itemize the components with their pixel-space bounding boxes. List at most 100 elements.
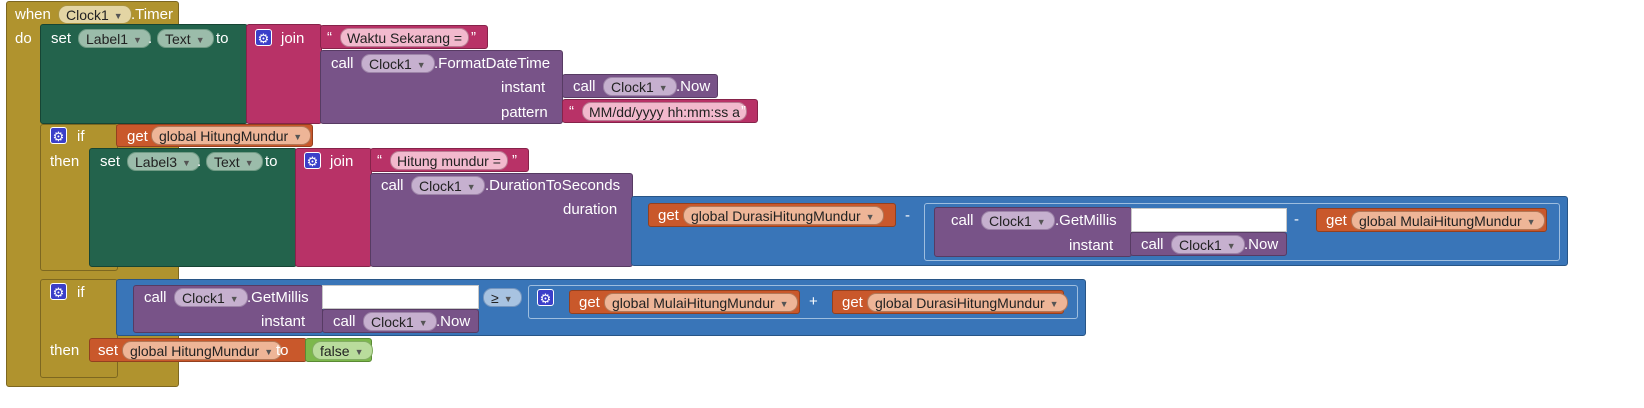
if-block-2[interactable]: ⚙ if then (40, 279, 118, 378)
chevron-down-icon: ▼ (195, 35, 205, 45)
mulai-var-dropdown[interactable]: global MulaiHitungMundur▼ (1351, 211, 1545, 230)
get-durasi-block-1[interactable]: get global DurasiHitungMundur ▼ (648, 203, 896, 227)
chevron-down-icon: ▼ (1049, 299, 1059, 309)
format-datetime-block[interactable]: call Clock1▼ .FormatDateTime instant pat… (320, 50, 563, 124)
get-keyword: get (842, 294, 863, 311)
now-component-dropdown[interactable]: Clock1▼ (363, 312, 437, 331)
chevron-down-icon: ▼ (416, 60, 426, 70)
boolean-dropdown[interactable]: false▼ (312, 341, 373, 360)
set2-component-dropdown[interactable]: Label3▼ (127, 152, 200, 171)
do-keyword: do (15, 30, 32, 47)
get-keyword: get (658, 207, 679, 224)
get-hitungmundur-block[interactable]: get global HitungMundur▼ (116, 124, 313, 147)
format-method-label: .FormatDateTime (434, 55, 551, 72)
now-component-dropdown[interactable]: Clock1▼ (1171, 235, 1245, 254)
pattern-label: pattern (501, 104, 548, 121)
chevron-down-icon: ▼ (1036, 217, 1046, 227)
chevron-down-icon: ▼ (229, 294, 239, 304)
call-keyword: call (951, 212, 974, 229)
hitungmundur-var-dropdown[interactable]: global HitungMundur▼ (151, 126, 312, 145)
open-quote-icon: “ (327, 29, 332, 46)
set1-component-label: Label1 (86, 31, 129, 47)
event-component-dropdown[interactable]: Clock1 ▼ (58, 5, 132, 24)
chevron-down-icon: ▼ (865, 212, 875, 222)
when-keyword: when (15, 6, 51, 23)
now-component-dropdown[interactable]: Clock1▼ (603, 77, 677, 96)
set2-property-dropdown[interactable]: Text▼ (206, 152, 263, 171)
to-keyword: to (265, 153, 278, 170)
pattern-text-block[interactable]: “ MM/dd/yyyy hh:mm:ss a ” (562, 99, 758, 123)
set-keyword: set (98, 342, 119, 359)
now-method-label: .Now (436, 313, 471, 330)
format-component-dropdown[interactable]: Clock1 ▼ (361, 54, 435, 73)
getmillis-component-dropdown[interactable]: Clock1 ▼ (174, 288, 248, 307)
chevron-down-icon: ▼ (113, 11, 123, 21)
close-quote-icon: ” (471, 29, 476, 46)
now-method-label: .Now (676, 78, 711, 95)
to-keyword: to (216, 30, 229, 47)
compare-operator-dropdown[interactable]: ≥▼ (483, 288, 522, 307)
text-block-hitung[interactable]: “ Hitung mundur = ” (370, 148, 529, 172)
now-component-label: Clock1 (611, 79, 654, 95)
getmillis-block-2[interactable]: call Clock1▼ .GetMillis instant (133, 285, 323, 333)
call-keyword: call (144, 289, 167, 306)
get-durasi-block-2[interactable]: get global DurasiHitungMundur ▼ (832, 290, 1068, 314)
set1-component-dropdown[interactable]: Label1 ▼ (78, 29, 151, 48)
gear-icon[interactable]: ⚙ (50, 283, 67, 300)
false-block[interactable]: false▼ (305, 338, 373, 362)
chevron-down-icon: ▼ (133, 35, 142, 45)
set3-var-dropdown[interactable]: global HitungMundur▼ (122, 341, 283, 360)
compare-operator-label: ≥ (491, 290, 499, 306)
dot-label: . (197, 153, 202, 170)
set-hitungmundur-block[interactable]: set global HitungMundur▼ to (89, 338, 307, 362)
gear-icon[interactable]: ⚙ (255, 29, 272, 46)
instant-label: instant (1069, 237, 1114, 254)
chevron-down-icon: ▼ (1526, 217, 1536, 227)
close-quote-icon: ” (512, 152, 517, 169)
mulai-var-dropdown[interactable]: global MulaiHitungMundur▼ (604, 293, 798, 312)
getmillis-component-label: Clock1 (182, 290, 225, 306)
call-keyword: call (573, 78, 596, 95)
call-keyword: call (333, 313, 356, 330)
durasi-var-dropdown[interactable]: global DurasiHitungMundur ▼ (867, 293, 1068, 312)
chevron-down-icon: ▼ (244, 158, 254, 168)
if-keyword: if (77, 284, 85, 301)
getmillis-component-dropdown[interactable]: Clock1▼ (981, 211, 1055, 230)
minus-operator: - (905, 207, 910, 224)
set-label1-text-block[interactable]: set Label1 ▼ . Text▼ to (40, 24, 248, 124)
clock1-now-block-3[interactable]: call Clock1▼ .Now (322, 309, 479, 333)
hitung-text-field[interactable]: Hitung mundur = (390, 151, 508, 170)
get-mulai-block-1[interactable]: get global MulaiHitungMundur▼ (1316, 208, 1547, 232)
set-label3-text-block[interactable]: set Label3▼ . Text▼ to (89, 148, 297, 267)
get-keyword: get (579, 294, 600, 311)
minus-operator: - (1294, 211, 1299, 228)
chevron-down-icon: ▼ (466, 182, 476, 192)
chevron-down-icon: ▼ (779, 299, 789, 309)
set-keyword: set (51, 30, 72, 47)
format-component-label: Clock1 (369, 56, 412, 72)
event-component-label: Clock1 (66, 7, 109, 23)
get-mulai-block-2[interactable]: get global MulaiHitungMundur▼ (569, 290, 800, 314)
chevron-down-icon: ▼ (418, 318, 428, 328)
text-block-waktu[interactable]: “ Waktu Sekarang = ” (320, 25, 488, 49)
get-keyword: get (1326, 212, 1347, 229)
durasi-var-dropdown[interactable]: global DurasiHitungMundur ▼ (683, 206, 884, 225)
durasi-var-label: global DurasiHitungMundur (875, 295, 1045, 311)
set1-property-dropdown[interactable]: Text▼ (157, 29, 214, 48)
duration-component-dropdown[interactable]: Clock1▼ (411, 176, 485, 195)
chevron-down-icon: ▼ (182, 158, 191, 168)
waktu-text-field[interactable]: Waktu Sekarang = (340, 28, 470, 47)
gear-icon[interactable]: ⚙ (537, 289, 554, 306)
getmillis-block-1[interactable]: call Clock1▼ .GetMillis instant (934, 207, 1132, 257)
pattern-text-field[interactable]: MM/dd/yyyy hh:mm:ss a (582, 102, 747, 121)
clock1-now-block-2[interactable]: call Clock1▼ .Now (1130, 232, 1287, 256)
gear-icon[interactable]: ⚙ (304, 152, 321, 169)
duration-to-seconds-block[interactable]: call Clock1▼ .DurationToSeconds duration (370, 173, 633, 267)
open-quote-icon: “ (569, 103, 574, 120)
join-block-1[interactable]: ⚙ join (246, 24, 322, 124)
dot-label: . (148, 30, 153, 47)
durasi-var-label: global DurasiHitungMundur (691, 208, 861, 224)
gear-icon[interactable]: ⚙ (50, 127, 67, 144)
clock1-now-block-1[interactable]: call Clock1▼ .Now (562, 74, 718, 98)
join-block-2[interactable]: ⚙ join (295, 148, 372, 267)
